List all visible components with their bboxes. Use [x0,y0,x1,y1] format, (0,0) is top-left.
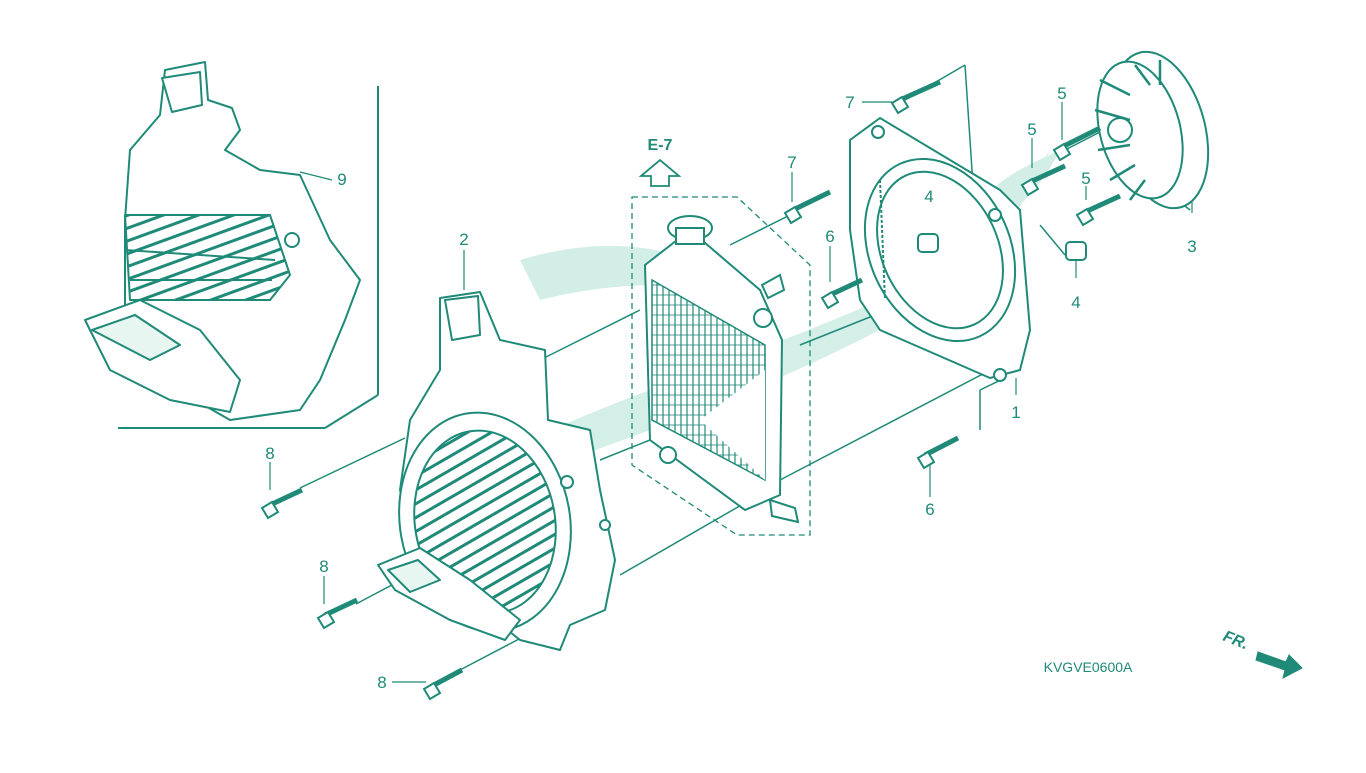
bolt-8a [260,487,304,520]
bolt-6a [820,277,864,310]
callout-1: 1 [1011,403,1020,422]
bolt-8c [422,667,464,701]
reference-arrow: E-7 [638,137,682,187]
arrow-right-icon [1255,651,1303,679]
shroud-part-1 [849,117,1031,382]
callout-3: 3 [1187,237,1196,256]
callout-numbers: 1 2 3 4 4 5 5 5 6 6 7 7 8 8 8 9 [265,84,1196,692]
callout-4-upper: 4 [924,187,933,206]
bolt-7b [783,189,832,225]
bolts [260,79,1122,701]
bolt-6b [916,435,960,470]
bolt-5b [1020,163,1067,197]
collar-part [917,233,1087,261]
diagram-code: KVGVE0600A [1044,659,1133,675]
bolt-7a [890,79,942,115]
shroud-part-2 [377,291,616,651]
callout-8-bottom: 8 [377,673,386,692]
front-label: FR. [1221,628,1251,653]
cooling-fan-part [1094,50,1210,210]
callout-7-upper: 7 [845,93,854,112]
front-direction-arrow: FR. [1221,628,1303,679]
callout-8-middle: 8 [319,557,328,576]
inset-frame [118,86,379,429]
bolt-5a [1052,125,1102,162]
radiator-part [631,196,811,536]
reference-label: E-7 [648,137,673,154]
callout-5-bottom: 5 [1081,169,1090,188]
callout-4-lower: 4 [1071,293,1080,312]
bolt-5c [1075,193,1122,227]
callout-6-lower: 6 [925,500,934,519]
callout-8-top: 8 [265,444,274,463]
bolt-8b [316,597,359,630]
callout-7-lower: 7 [787,153,796,172]
callout-5-top: 5 [1057,84,1066,103]
fan-shroud-assembly-part [84,61,361,421]
callout-9: 9 [337,170,346,189]
callout-5-middle: 5 [1027,120,1036,139]
callout-6-upper: 6 [825,227,834,246]
callout-2: 2 [459,230,468,249]
